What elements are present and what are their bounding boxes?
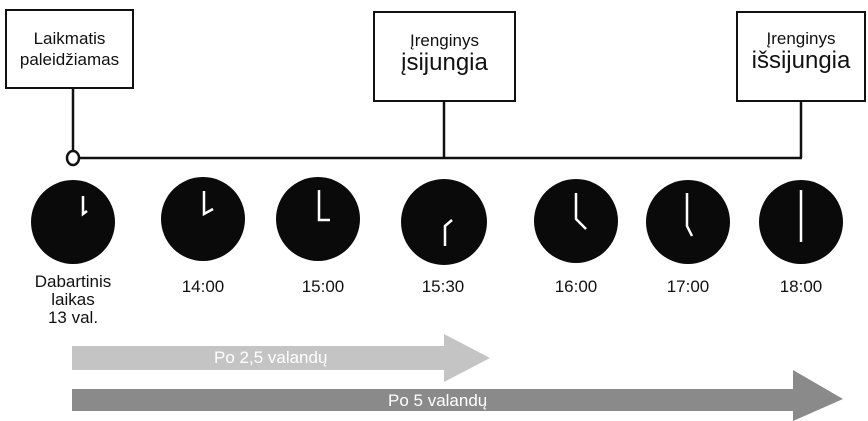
start-marker bbox=[65, 149, 81, 167]
label-17: 17:00 bbox=[666, 277, 710, 296]
label-now-line1: Dabartinis bbox=[34, 272, 112, 291]
box-device-on-line1: Įrenginys bbox=[410, 31, 479, 50]
arrow-long bbox=[72, 370, 843, 421]
box-device-on: Įrenginys įsijungia bbox=[373, 11, 516, 102]
box-device-off: Įrenginys išsijungia bbox=[736, 11, 866, 102]
clock-16 bbox=[534, 179, 618, 263]
clock-1530 bbox=[401, 179, 487, 265]
clock-17 bbox=[646, 180, 730, 264]
label-1530: 15:30 bbox=[421, 277, 465, 296]
arrow-short-label: Po 2,5 valandų bbox=[214, 348, 328, 367]
label-16: 16:00 bbox=[554, 277, 598, 296]
label-now-line2: laikas bbox=[51, 290, 95, 309]
arrow-short bbox=[72, 334, 490, 382]
box-device-off-line2: išsijungia bbox=[751, 47, 851, 74]
box-timer-start-line2: paleidžiamas bbox=[19, 50, 120, 69]
label-18: 18:00 bbox=[779, 277, 823, 296]
box-timer-start: Laikmatis paleidžiamas bbox=[5, 9, 134, 89]
box-device-on-line2: įsijungia bbox=[401, 49, 488, 76]
clock-18 bbox=[759, 180, 843, 264]
label-now: Dabartinis laikas 13 val. bbox=[25, 273, 121, 327]
label-14: 14:00 bbox=[181, 277, 225, 296]
label-15: 15:00 bbox=[301, 277, 345, 296]
label-now-line3: 13 val. bbox=[47, 308, 99, 327]
clock-14 bbox=[161, 177, 245, 261]
box-timer-start-line1: Laikmatis bbox=[33, 29, 106, 48]
clock-15 bbox=[276, 177, 360, 261]
box-device-off-line1: Įrenginys bbox=[766, 29, 836, 48]
arrow-long-label: Po 5 valandų bbox=[388, 391, 488, 410]
clock-now bbox=[31, 180, 115, 264]
